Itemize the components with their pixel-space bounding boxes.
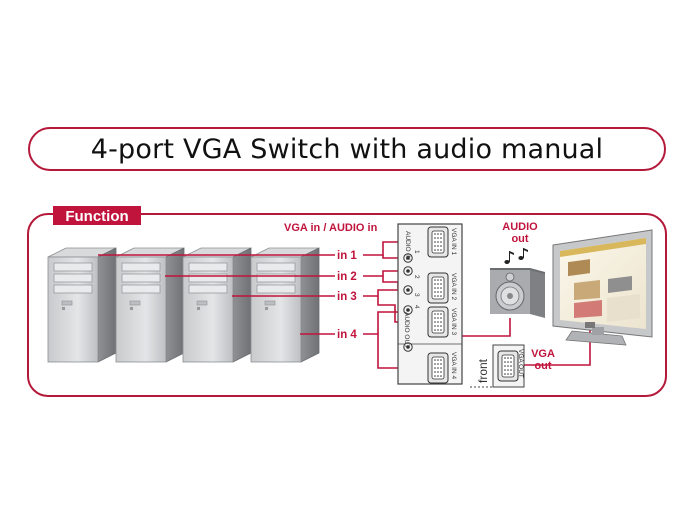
device-label-port1: 1 (413, 250, 420, 254)
label-in3: in 3 (337, 291, 357, 303)
music-note-icon (504, 248, 528, 264)
audio-jack-icon (403, 253, 413, 263)
title-box: 4-port VGA Switch with audio manual (28, 127, 666, 171)
cable-in2-audio (363, 270, 400, 277)
monitor-icon (552, 229, 653, 346)
device-label-port2: 2 (413, 275, 420, 279)
device-label-vga-in-3: VGA IN 3 (450, 308, 457, 335)
label-audio-out-1: AUDIO (502, 221, 538, 233)
vga-port-icon (497, 350, 519, 382)
page-title: 4-port VGA Switch with audio manual (90, 133, 604, 165)
label-vga-out-1: VGA (531, 348, 555, 360)
audio-jack-icon (403, 266, 413, 276)
device-label-vga-out: VGA OUT (517, 349, 524, 378)
pc-tower-icon (115, 247, 185, 363)
pc-tower-icon (47, 247, 117, 363)
audio-jack-icon (403, 342, 413, 352)
device-label-port4: 4 (413, 305, 420, 309)
speaker-icon (490, 268, 545, 318)
label-vga-out-2: out (534, 360, 551, 372)
device-label-audio-out: AUDIO OUT (403, 312, 410, 348)
device-label-vga-in-1: VGA IN 1 (450, 228, 457, 255)
audio-jack-icon (403, 285, 413, 295)
function-label: Function (65, 208, 128, 225)
device-label-port3: 3 (413, 293, 420, 297)
vga-port-icon (427, 272, 449, 304)
label-vga-audio-in: VGA in / AUDIO in (284, 222, 378, 234)
label-in2: in 2 (337, 271, 357, 283)
cable-in4-audio (377, 311, 400, 334)
pc-tower-icon (250, 247, 320, 363)
monitor-vga-plug (585, 322, 595, 328)
cable-in3-audio (363, 289, 400, 297)
vga-port-icon (427, 306, 449, 338)
cable-in1-audio (382, 255, 400, 259)
device-label-vga-in-2: VGA IN 2 (450, 273, 457, 300)
function-tab (53, 206, 141, 225)
vga-port-icon (427, 226, 449, 258)
label-audio-out-2: out (511, 233, 528, 245)
vga-port-icon (427, 352, 449, 384)
pc-tower-icon (182, 247, 252, 363)
label-in4: in 4 (337, 329, 357, 341)
label-in1: in 1 (337, 250, 357, 262)
device-label-vga-in-4: VGA IN 4 (450, 352, 457, 379)
device-label-audio-in: AUDIO IN (404, 231, 411, 260)
function-frame (27, 213, 667, 397)
label-front: front (476, 358, 490, 383)
audio-jack-icon (403, 305, 413, 315)
